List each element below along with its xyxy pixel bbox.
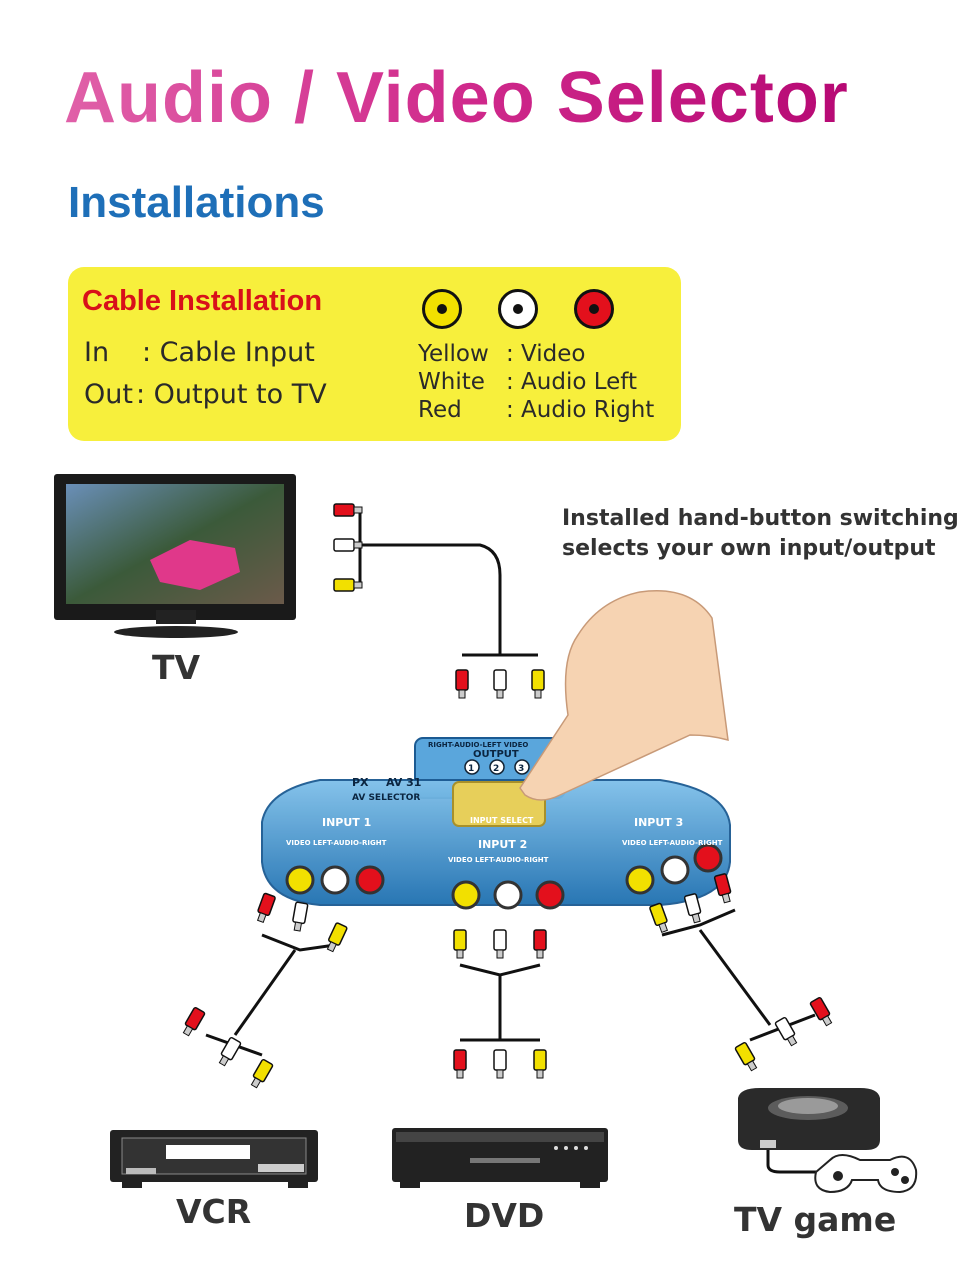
selector-button-1: 1 (468, 764, 474, 774)
selector-input-1: INPUT 1 (322, 816, 371, 829)
color-row-yellow: Yellow : Video (418, 340, 586, 368)
selector-button-3: 3 (518, 764, 524, 774)
color-value-yellow: : Video (506, 341, 586, 367)
selector-ports-2: VIDEO LEFT-AUDIO-RIGHT (448, 856, 549, 864)
vcr-label: VCR (176, 1192, 252, 1231)
red-jack-icon (574, 289, 614, 329)
game-console-icon (738, 1088, 918, 1194)
hand-icon (519, 590, 729, 801)
section-subtitle: Installations (68, 178, 325, 227)
page-title: Audio / Video Selector (64, 58, 944, 138)
color-key-yellow: Yellow (418, 341, 489, 367)
io-row-out: Out: Output to TV (84, 379, 327, 410)
color-value-red: : Audio Right (506, 397, 655, 423)
selector-model: AV 31 (386, 776, 421, 789)
color-key-white: White (418, 369, 485, 395)
io-value-in: : Cable Input (142, 337, 315, 368)
av-selector-icon (261, 737, 731, 910)
color-row-white: White : Audio Left (418, 368, 637, 396)
selector-input-3: INPUT 3 (634, 816, 683, 829)
selector-name: AV SELECTOR (352, 793, 420, 803)
dvd-label: DVD (464, 1196, 545, 1235)
tv-icon (54, 474, 296, 638)
color-row-red: Red : Audio Right (418, 396, 654, 424)
white-jack-icon (498, 289, 538, 329)
switching-callout: Installed hand-button switching selects … (562, 504, 959, 564)
io-row-in: In : Cable Input (84, 337, 315, 368)
selector-ports-1: VIDEO LEFT-AUDIO-RIGHT (286, 839, 387, 847)
selector-output-label: OUTPUT (473, 749, 519, 760)
color-key-red: Red (418, 397, 462, 423)
dvd-icon (392, 1128, 608, 1188)
selector-ports-3: VIDEO LEFT-AUDIO-RIGHT (622, 839, 723, 847)
vcr-icon (110, 1130, 318, 1188)
selector-output-ports: RIGHT-AUDIO-LEFT VIDEO (428, 741, 528, 749)
selector-input-select: INPUT SELECT (470, 816, 534, 825)
cable-installation-panel: Cable Installation In: Cable Input Out: … (68, 267, 681, 441)
tv-game-label: TV game (734, 1200, 897, 1239)
io-key-in: In (84, 337, 110, 368)
yellow-jack-icon (422, 289, 462, 329)
callout-line-1: Installed hand-button switching (562, 506, 959, 531)
io-key-out: Out (84, 379, 133, 410)
selector-brand: PX (352, 776, 369, 789)
cable-installation-heading: Cable Installation (82, 285, 323, 317)
callout-line-2: selects your own input/output (562, 536, 936, 561)
color-value-white: : Audio Left (506, 369, 638, 395)
tv-label: TV (152, 648, 201, 687)
selector-input-2: INPUT 2 (478, 838, 527, 851)
selector-button-2: 2 (493, 764, 499, 774)
io-value-out: : Output to TV (136, 379, 327, 410)
